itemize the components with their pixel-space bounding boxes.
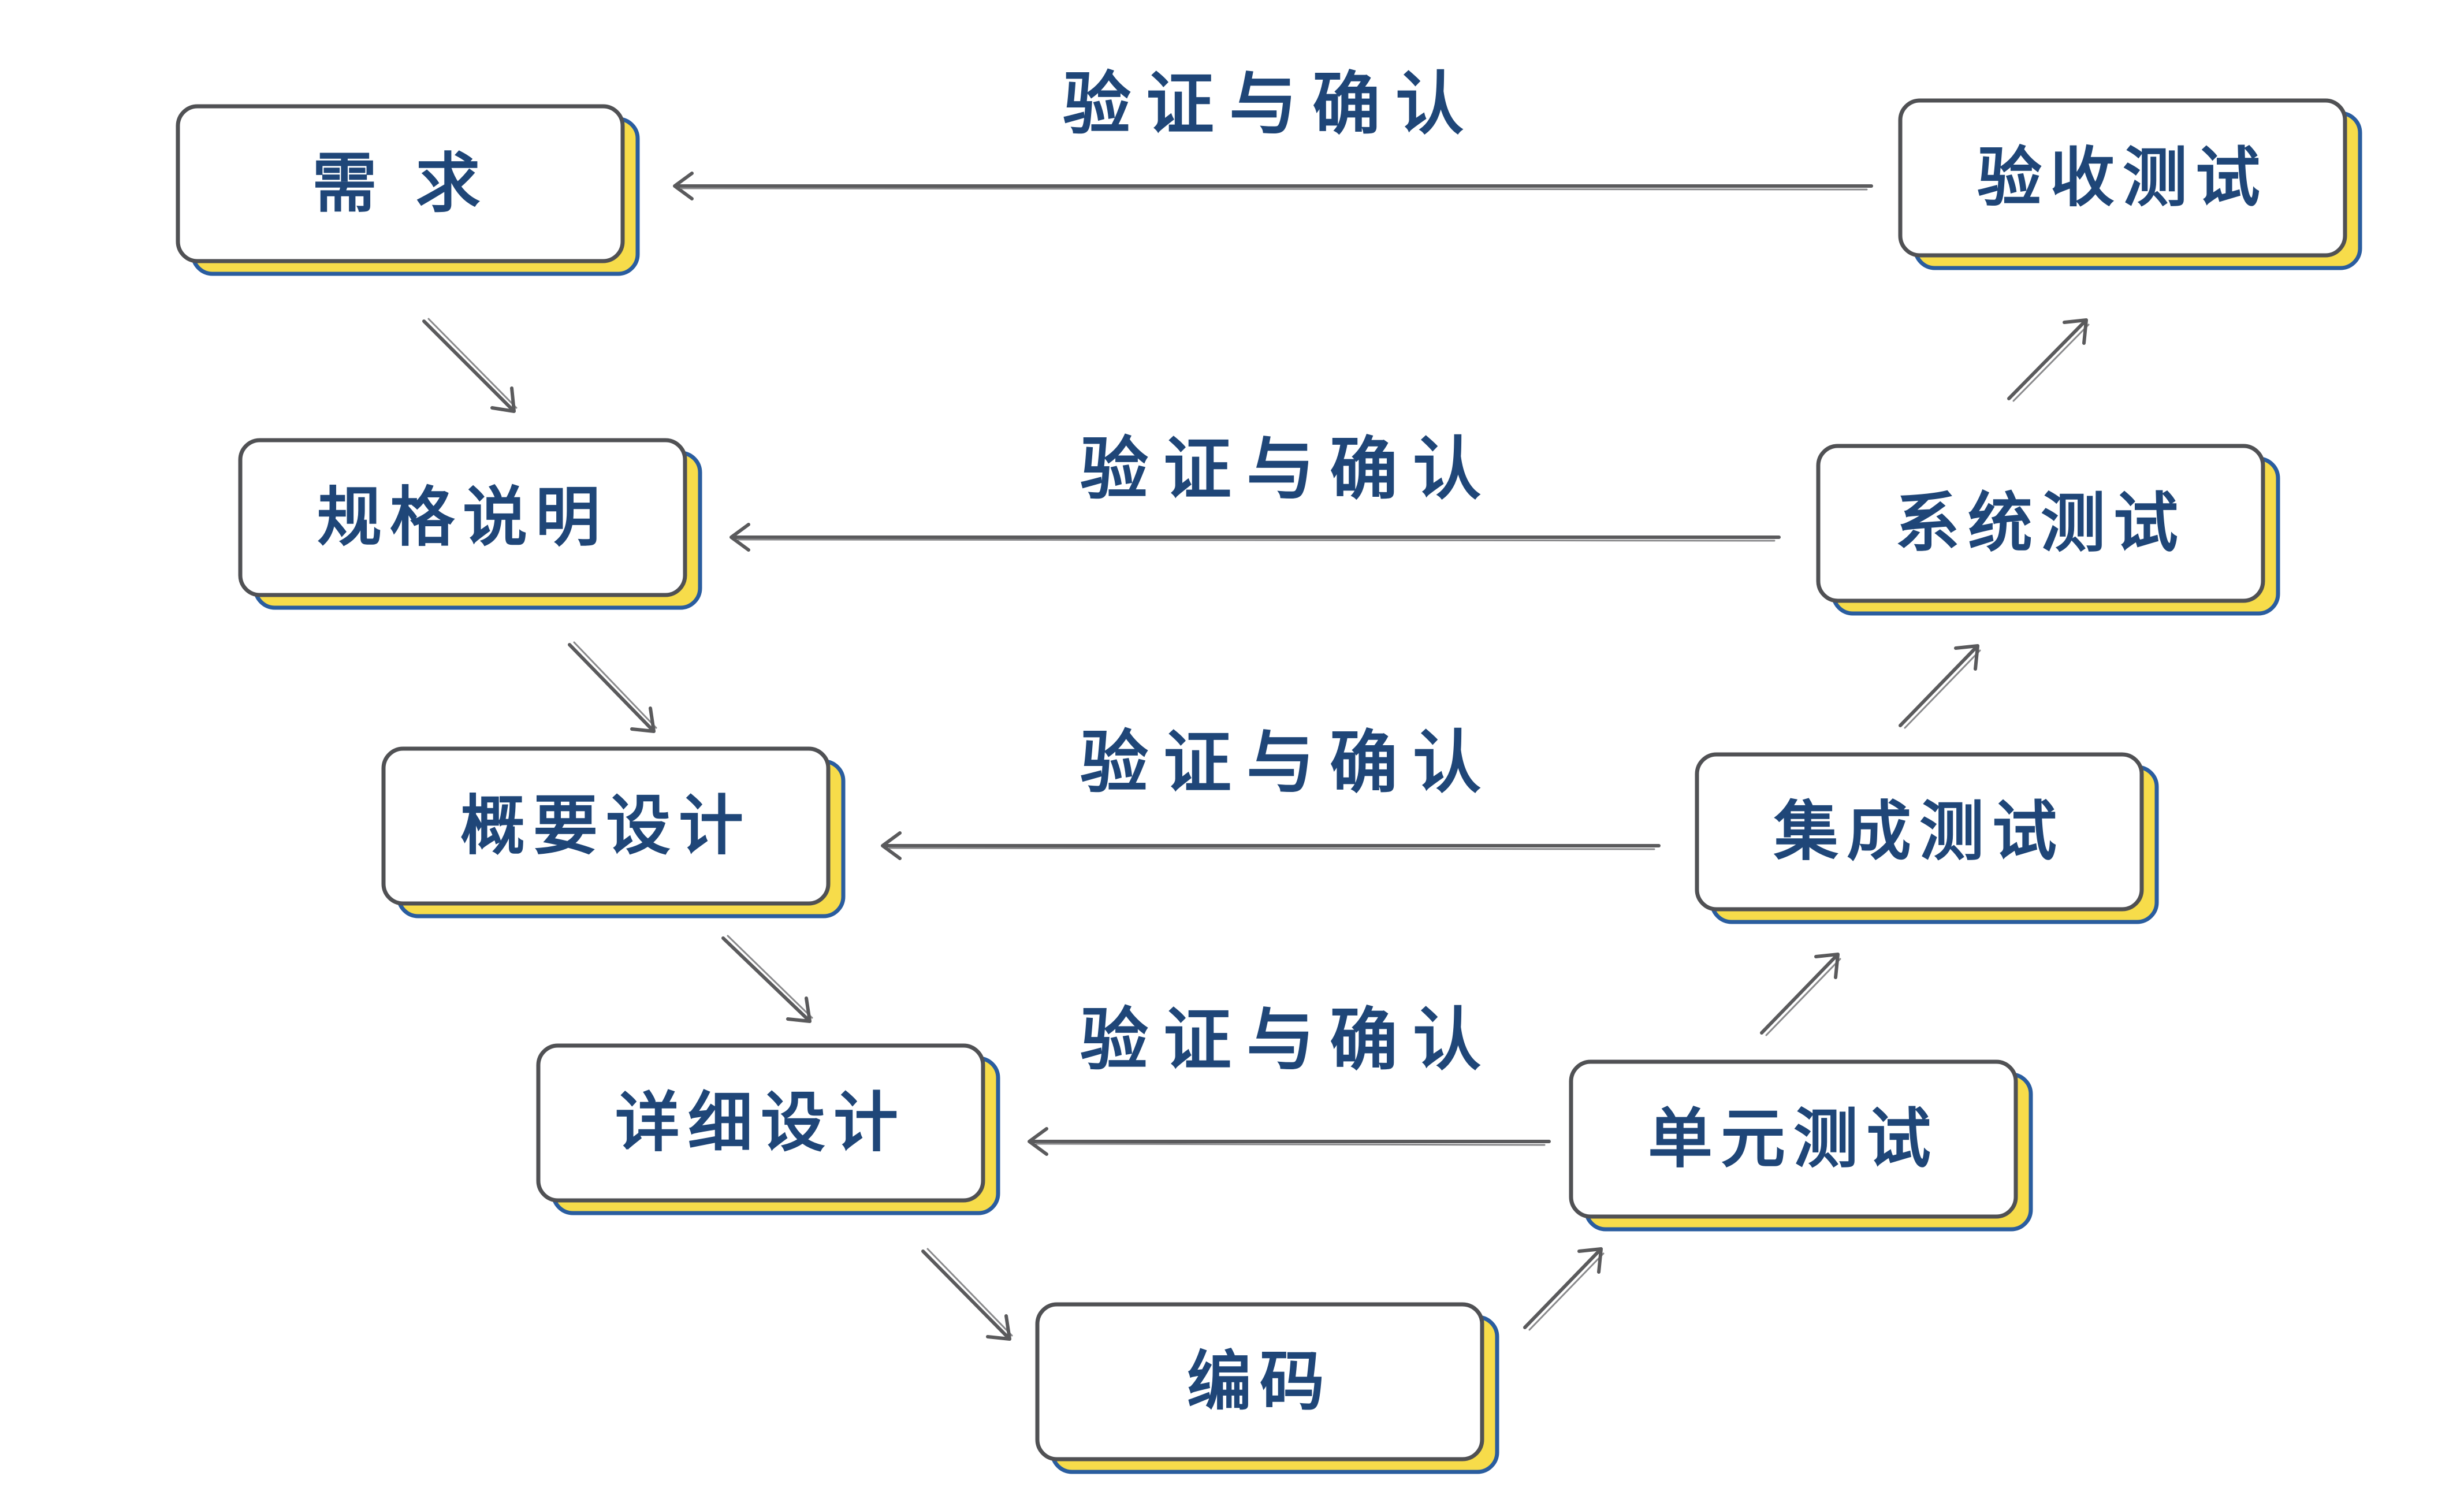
stage-integration-test-label: 集成测试 [1773,794,2065,869]
flow-arrow-left-3 [721,935,813,1023]
stage-unit-test: 单元测试 [1569,1059,2033,1232]
stage-detail-design: 详细设计 [536,1043,1000,1215]
stage-acceptance-test: 验收测试 [1898,98,2362,270]
stage-coding: 编码 [1035,1302,1499,1474]
stage-acceptance-test-label: 验收测试 [1977,140,2268,215]
link-3-label: 验证与确认 [1080,723,1496,802]
link-4: 验证与确认 [1028,1000,1551,1156]
stage-specification-label: 规格说明 [317,480,608,555]
flow-arrow-left-1 [422,318,518,413]
stage-unit-test-label: 单元测试 [1648,1102,1939,1177]
flow-arrow-right-2 [1760,953,1841,1036]
stage-coding-label: 编码 [1187,1344,1333,1419]
stage-detail-design-label: 详细设计 [615,1085,906,1161]
stage-system-test-label: 系统测试 [1895,486,2186,561]
flow-arrow-right-4 [2007,318,2090,402]
link-2-arrowhead [729,523,750,552]
link-3: 验证与确认 [881,723,1661,860]
link-4-label: 验证与确认 [1080,1000,1496,1080]
stage-overview-design-label: 概要设计 [460,789,751,864]
link-2: 验证与确认 [729,429,1781,552]
flow-arrow-right-1 [1523,1247,1605,1331]
link-2-label: 验证与确认 [1080,429,1496,509]
stage-specification: 规格说明 [238,438,702,610]
link-4-arrowhead [1028,1127,1048,1156]
link-3-arrowhead [881,831,902,860]
stage-requirements-label: 需 求 [312,146,489,221]
stage-overview-design: 概要设计 [381,746,846,918]
stage-system-test: 系统测试 [1816,444,2280,616]
flow-arrow-right-3 [1899,644,1981,729]
stage-integration-test: 集成测试 [1695,752,2159,924]
flow-arrow-left-4 [921,1248,1013,1341]
link-1-label: 验证与确认 [1063,64,1479,144]
flow-arrow-left-2 [568,641,657,733]
stage-requirements: 需 求 [176,104,640,276]
link-1-arrowhead [673,172,694,200]
link-1: 验证与确认 [673,64,1873,200]
